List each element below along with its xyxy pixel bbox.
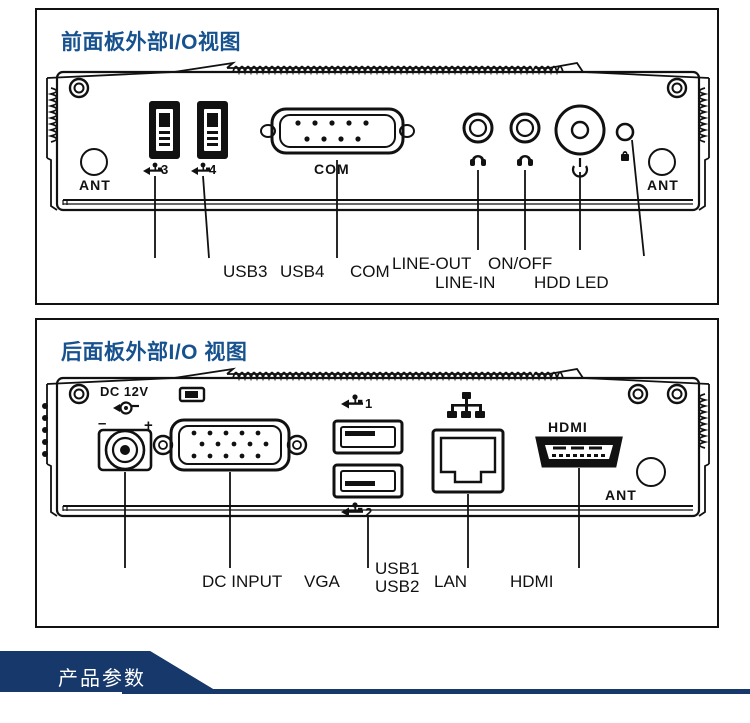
callout-usb1-line: USB1 [375,559,420,578]
rear-panel-section: 后面板外部I/O 视图 [35,318,719,628]
banner-shape [0,651,750,694]
banner-title: 产品参数 [58,668,146,690]
callout-on-off: ON/OFF [488,254,553,273]
callout-hdmi: HDMI [510,572,554,591]
front-panel-callout-labels: USB3 USB4 COM LINE-OUT LINE-IN ON/OFF HD… [37,10,717,303]
callout-line-out: LINE-OUT [392,254,472,273]
callout-line-in: LINE-IN [435,273,496,292]
callout-hdd-led: HDD LED [534,273,609,292]
callout-usb3: USB3 [223,262,268,281]
front-panel-section: 前面板外部I/O视图 [35,8,719,305]
callout-usb2-line: USB2 [375,577,420,596]
callout-dc-input: DC INPUT [202,572,283,591]
callout-lan: LAN [434,572,468,591]
rear-panel-title: 后面板外部I/O 视图 [61,341,248,364]
callout-com: COM [350,262,390,281]
callout-vga: VGA [304,572,340,591]
rear-panel-callout-labels: DC INPUT VGA USB1 USB2 LAN HDMI [37,320,717,626]
front-panel-title: 前面板外部I/O视图 [61,31,242,54]
callout-usb4: USB4 [280,262,325,281]
product-parameters-banner: 产品参数 [0,651,750,697]
callout-usb1-usb2: USB1 USB2 [375,560,419,596]
